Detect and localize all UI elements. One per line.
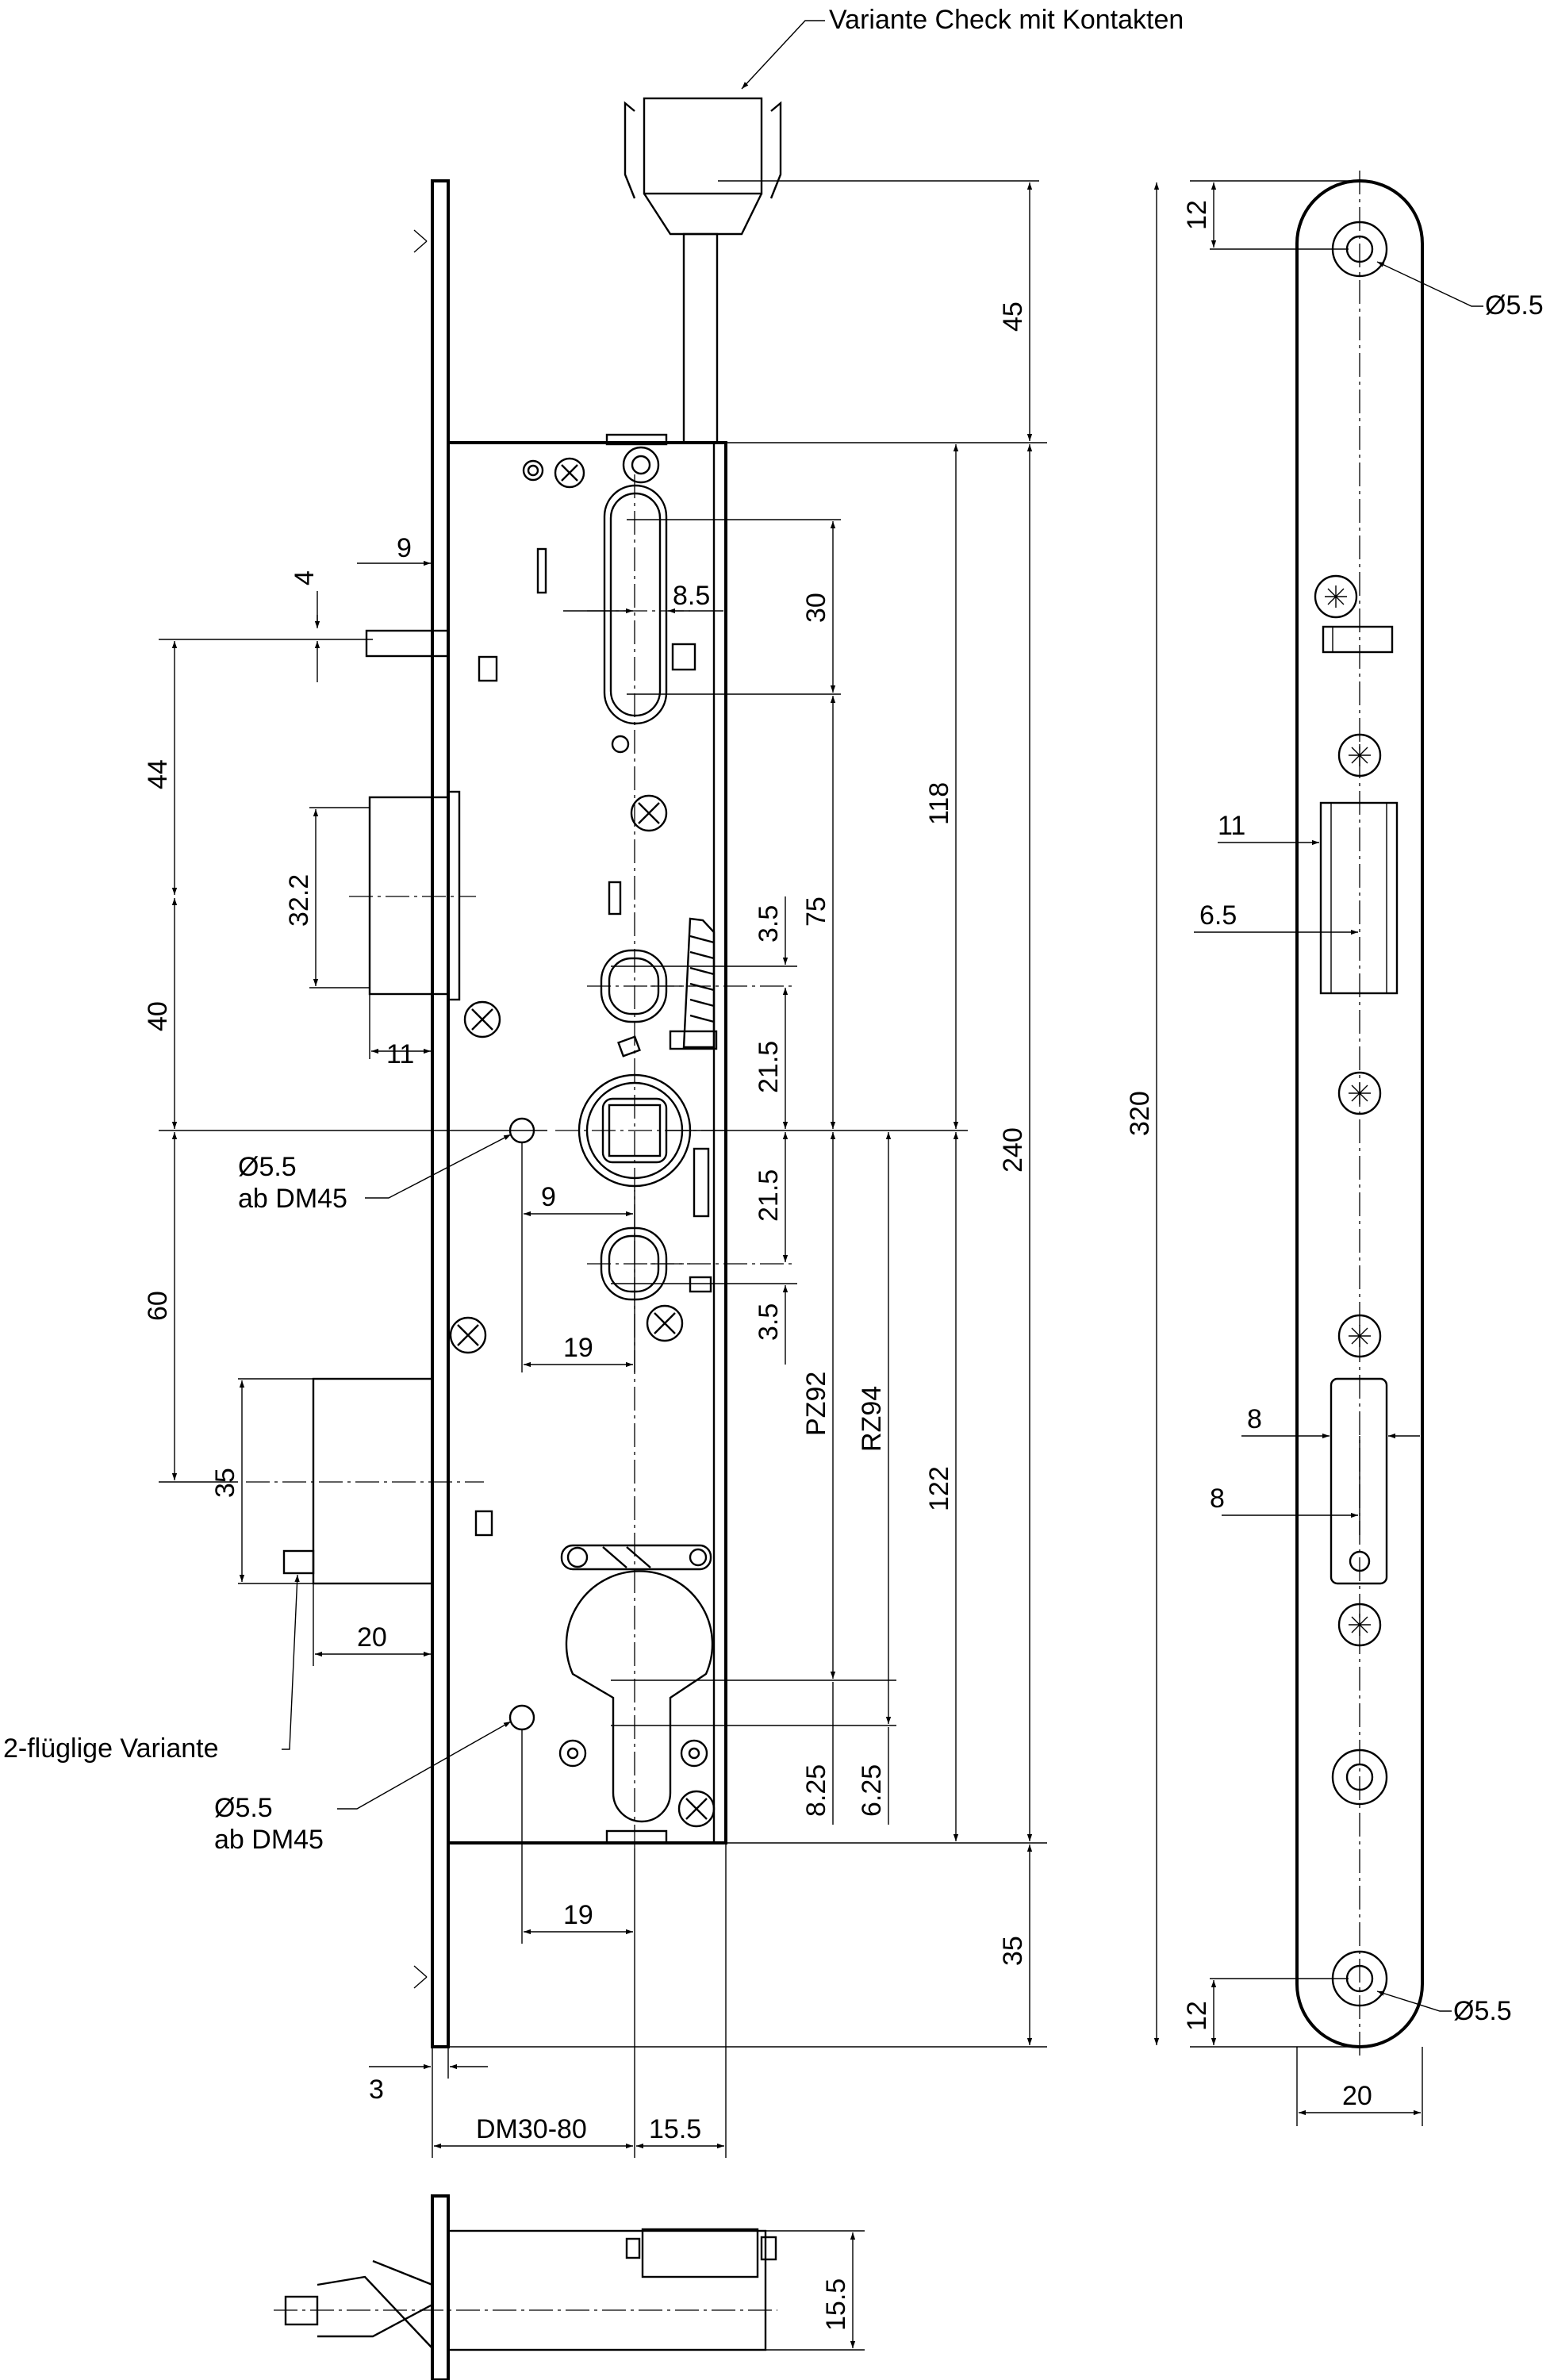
screw-bottom <box>677 1790 716 1828</box>
label-hole-dm45-2-note: ab DM45 <box>214 1825 324 1855</box>
latch-bolt <box>368 796 450 996</box>
screw-top <box>554 457 585 489</box>
dim-rz94: RZ94 <box>857 1386 887 1452</box>
dim-8-a: 8 <box>1247 1404 1262 1434</box>
dim-9-top: 9 <box>397 533 412 563</box>
faceplate-front <box>431 179 450 2048</box>
front-view <box>282 97 782 2048</box>
bolt-opening <box>1330 1377 1388 1585</box>
latch-opening <box>1319 801 1399 995</box>
dim-8-5: 8.5 <box>673 581 710 611</box>
extension-lines-front <box>159 180 1047 2158</box>
dim-3-5-top: 3.5 <box>754 905 784 942</box>
label-two-leaf: 2-flüglige Variante <box>3 1733 219 1764</box>
dim-15-5: 15.5 <box>649 2114 701 2144</box>
dim-44: 44 <box>143 759 173 789</box>
dim-19-bottom: 19 <box>563 1900 593 1930</box>
dim-12-top: 12 <box>1182 200 1212 230</box>
dim-6-25: 6.25 <box>857 1764 887 1817</box>
label-hole-dm45-1-note: ab DM45 <box>238 1184 347 1214</box>
label-hole-dm45-1-dia: Ø5.5 <box>238 1152 297 1182</box>
slot-top <box>603 484 668 725</box>
hole-dm45-lower <box>508 1704 535 1731</box>
label-hole-bottom-right: Ø5.5 <box>1453 1996 1512 2026</box>
dim-60: 60 <box>143 1291 173 1321</box>
dim-11-right: 11 <box>1218 811 1245 841</box>
dim-40: 40 <box>143 1001 173 1031</box>
dim-12-bottom: 12 <box>1182 2001 1212 2031</box>
dim-6-5: 6.5 <box>1199 900 1237 931</box>
screw-mid-3 <box>646 1304 684 1342</box>
screw-mid-2 <box>463 1000 501 1038</box>
label-hole-dm45-2-dia: Ø5.5 <box>214 1793 273 1823</box>
dim-20-left: 20 <box>357 1622 387 1653</box>
torx-screws <box>1314 574 1382 1647</box>
dim-15-5-side: 15.5 <box>821 2278 851 2331</box>
dim-dm30-80: DM30-80 <box>476 2114 587 2144</box>
dim-45: 45 <box>998 301 1028 332</box>
dim-320: 320 <box>1125 1091 1155 1136</box>
dimension-lines-front <box>171 182 1033 2149</box>
side-view <box>1295 171 1424 2059</box>
screw-left <box>449 1316 487 1354</box>
dim-11-left: 11 <box>386 1039 414 1069</box>
screw-mid-1 <box>630 794 668 832</box>
dim-32-2: 32.2 <box>284 874 314 927</box>
centre-lines-front <box>246 474 793 1848</box>
dim-8-25: 8.25 <box>801 1764 831 1817</box>
cylinder-cutout <box>565 1570 714 1823</box>
dim-35-bottom: 35 <box>998 1936 1028 1966</box>
dim-35-left: 35 <box>210 1468 240 1498</box>
spring <box>682 917 716 1049</box>
dim-118: 118 <box>924 782 954 825</box>
dim-122: 122 <box>924 1466 954 1511</box>
dim-3: 3 <box>369 2075 384 2105</box>
dim-8-b: 8 <box>1210 1484 1225 1514</box>
annotation-texts: Variante Check mit Kontakten Ø5.5 Ø5.5 Ø… <box>3 5 1544 2026</box>
contact-housing <box>624 97 782 444</box>
dim-30: 30 <box>801 593 831 623</box>
dim-19-mid: 19 <box>563 1333 593 1363</box>
dim-3-5-bottom: 3.5 <box>754 1303 784 1341</box>
dim-21-5-bottom: 21.5 <box>754 1169 784 1222</box>
dim-4: 4 <box>290 570 320 585</box>
lock-case <box>447 441 727 1844</box>
dim-20-right: 20 <box>1342 2081 1372 2111</box>
label-variant-check: Variante Check mit Kontakten <box>829 5 1184 35</box>
dim-9-mid: 9 <box>541 1182 556 1212</box>
label-hole-top-right: Ø5.5 <box>1485 290 1544 321</box>
dim-75: 75 <box>801 896 831 927</box>
dim-21-5-top: 21.5 <box>754 1041 784 1093</box>
dim-pz92: PZ92 <box>801 1372 831 1436</box>
dead-bolt <box>312 1377 434 1585</box>
dim-240: 240 <box>998 1127 1028 1173</box>
leaders-front <box>282 20 825 1810</box>
top-view <box>274 2194 865 2380</box>
dimension-texts: 9 4 8.5 30 45 118 44 32.2 3.5 75 40 11 2… <box>143 200 1372 2331</box>
dimension-lines-side <box>1153 180 1483 2126</box>
